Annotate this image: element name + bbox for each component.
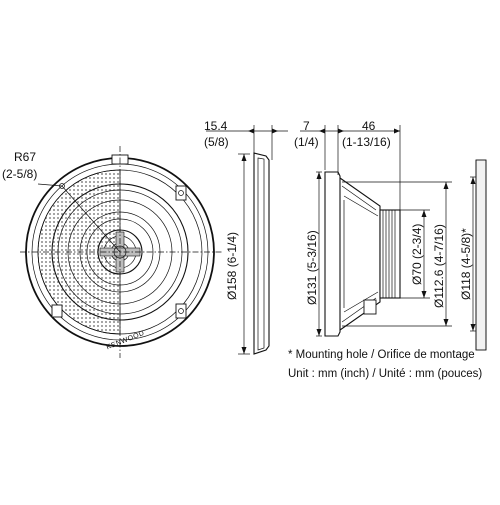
width-top-value: 15.4 <box>204 119 228 133</box>
frame-diameter-label: Ø131 (5-3/16) <box>305 230 319 305</box>
radius-label: R67 <box>14 150 36 164</box>
side-profile-view: 15.4 (5/8) Ø158 (6-1/4) <box>204 119 288 355</box>
magnet-ribs <box>382 210 396 298</box>
basket-diameter-label: Ø112.6 (4-7/16) <box>432 224 446 308</box>
side-section-view: 7 (1/4) 46 (1-13/16) <box>294 119 487 351</box>
radius-label-inch: (2-5/8) <box>2 167 37 181</box>
outer-diameter-label: Ø158 (6-1/4) <box>225 232 239 300</box>
hole-diameter-label: Ø118 (4-5/8)* <box>459 228 473 300</box>
depth-a-inch: (1/4) <box>294 135 319 149</box>
depth-b-inch: (1-13/16) <box>342 135 391 149</box>
depth-a-value: 7 <box>303 119 310 133</box>
magnet-diameter-label: Ø70 (2-3/4) <box>410 224 424 285</box>
depth-b-value: 46 <box>362 119 376 133</box>
mounting-hole-note: * Mounting hole / Orifice de montage <box>288 349 475 361</box>
front-view: R67 (2-5/8) KENWOOD <box>2 146 222 358</box>
unit-note: Unit : mm (inch) / Unité : mm (pouces) <box>288 368 482 380</box>
width-top-inch: (5/8) <box>204 135 229 149</box>
